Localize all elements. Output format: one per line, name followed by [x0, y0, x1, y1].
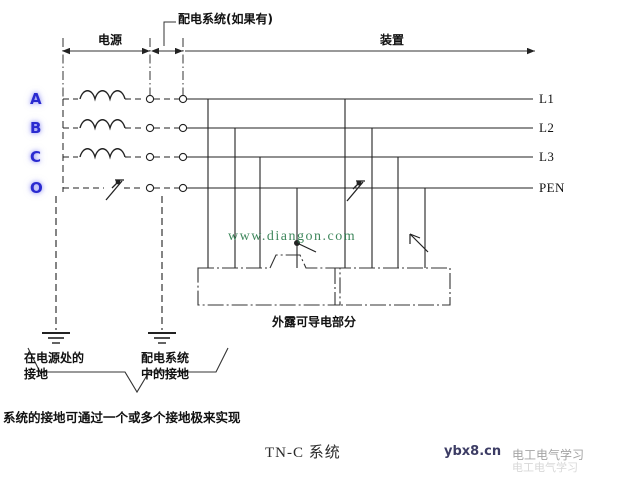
source-neutral-earth-symbol: [105, 179, 124, 201]
bus-label-l2: L2: [539, 120, 555, 135]
zone-dimension-lines: [62, 21, 535, 55]
phase-row-A: [63, 90, 533, 104]
right-bonding-arrow: [409, 233, 429, 253]
label-earthing-note: 系统的接地可通过一个或多个接地极来实现: [3, 410, 241, 425]
enclosure-box-left: [197, 254, 341, 306]
phase-label-c: C: [30, 148, 42, 166]
label-system-earth-line2: 中的接地: [141, 367, 190, 381]
zone-label-source: 电源: [98, 33, 123, 47]
phase-label-b: B: [30, 119, 42, 137]
bus-label-l3: L3: [539, 149, 555, 164]
watermark-diangon: www.diangon.com: [228, 229, 357, 244]
phase-row-O-pen: [63, 179, 533, 201]
earthing-note-brace: [27, 347, 229, 394]
phase-label-o: O: [30, 179, 44, 197]
label-source-earth-line1: 在电源处的: [24, 351, 85, 365]
bus-label-pen: PEN: [539, 180, 565, 195]
installation-pen-earth-symbol: [346, 180, 365, 202]
earth-symbol-distribution: [148, 332, 176, 344]
label-source-earth-line2: 接地: [24, 367, 49, 381]
phase-row-C: [63, 148, 533, 162]
zone-boundary-dashdot: [62, 38, 184, 100]
phase-label-a: A: [30, 90, 43, 108]
zone-label-installation: 装置: [380, 33, 405, 47]
enclosure-box-right: [334, 267, 451, 306]
branch-drop-conductors: [207, 99, 426, 268]
zone-label-distribution: 配电系统(如果有): [178, 12, 273, 26]
bus-label-l1: L1: [539, 91, 555, 106]
label-exposed-conductive-parts: 外露可导电部分: [272, 315, 357, 329]
watermark-brand: 电工电气学习: [512, 448, 585, 462]
watermark-brand-reflection: 电工电气学习: [512, 461, 578, 474]
earth-symbol-source: [42, 332, 70, 344]
figure-caption: TN-C 系统: [265, 445, 341, 461]
earth-electrode-risers: [55, 196, 163, 330]
watermark-ybx8: ybx8.cn: [444, 444, 502, 459]
phase-row-B: [63, 119, 533, 133]
label-system-earth-line1: 配电系统: [141, 351, 190, 365]
left-bonding-arrow: [294, 240, 317, 253]
